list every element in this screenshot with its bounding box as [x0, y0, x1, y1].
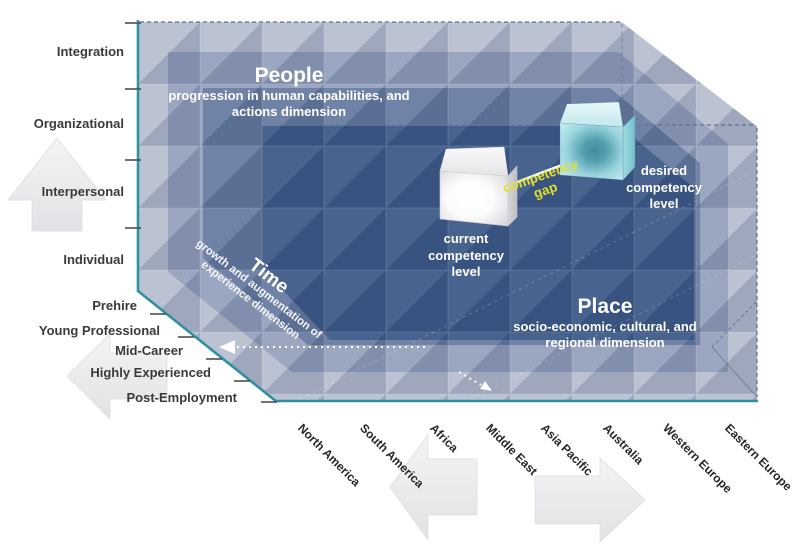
- people-title: People: [254, 64, 324, 87]
- people-subtitle-line1: progression in human capabilities, and: [168, 88, 410, 103]
- desired-caption-line1: desired: [640, 163, 688, 178]
- desired-caption-line3: level: [649, 196, 679, 211]
- current-competency-caption: current competency level: [406, 231, 526, 281]
- current-competency-cube: [439, 146, 518, 227]
- people-axis-ticks: [125, 22, 141, 229]
- current-caption-line1: current: [443, 231, 489, 246]
- desired-competency-caption: desired competency level: [604, 163, 724, 213]
- desired-competency-cube: [559, 101, 636, 181]
- time-axis-ticks: [150, 313, 277, 403]
- bevel-edge: [621, 21, 758, 127]
- time-label: Mid-Career: [115, 343, 183, 358]
- place-direction-dotted-arrow: [458, 371, 492, 391]
- hidden-edges: [140, 21, 758, 397]
- people-label: Interpersonal: [41, 184, 124, 199]
- time-axis-line: [137, 289, 278, 404]
- place-title: Place: [577, 295, 633, 318]
- place-subtitle-line2: regional dimension: [545, 334, 665, 350]
- time-label: Post-Employment: [126, 390, 237, 405]
- time-label: Highly Experienced: [90, 365, 211, 380]
- bottom-right-block-arrow-icon: [534, 457, 646, 543]
- up-block-arrow-icon: [7, 137, 107, 232]
- people-subtitle-line2: actions dimension: [231, 103, 347, 119]
- time-label: Prehire: [92, 298, 137, 313]
- people-label: Individual: [63, 252, 124, 267]
- place-subtitle-line1: socio-economic, cultural, and: [513, 319, 697, 334]
- people-label: Organizational: [33, 116, 124, 131]
- bottom-left-block-arrow-icon: [389, 433, 478, 542]
- faint-depth-lines: [299, 173, 758, 400]
- current-caption-line3: level: [451, 264, 481, 279]
- left-block-arrow-icon: [66, 333, 168, 420]
- desired-caption-line2: competency: [626, 179, 702, 195]
- place-dimension-heading: Place socio-economic, cultural, and regi…: [445, 295, 765, 350]
- time-direction-dotted-arrow: [219, 340, 425, 354]
- people-dimension-heading: People progression in human capabilities…: [129, 64, 449, 119]
- people-label: Integration: [56, 44, 124, 59]
- current-caption-line2: competency: [428, 247, 504, 263]
- time-label: Young Professional: [38, 323, 160, 338]
